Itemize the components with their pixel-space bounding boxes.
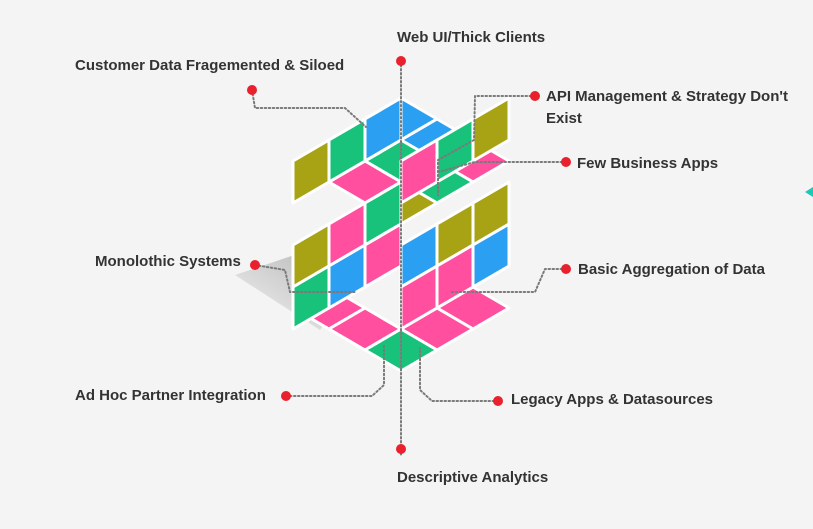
label-monolithic-systems: Monolothic Systems (95, 253, 241, 270)
connector-dot-3 (561, 157, 571, 167)
connector-dot-8 (396, 444, 406, 454)
label-legacy-apps: Legacy Apps & Datasources (511, 391, 714, 408)
label-ad-hoc-partner: Ad Hoc Partner Integration (75, 387, 266, 404)
connector-lines (251, 60, 567, 456)
connector-line-5 (450, 268, 567, 293)
connector-dot-1 (247, 85, 257, 95)
connector-dot-2 (530, 91, 540, 101)
accent-arrow-icon (805, 187, 813, 197)
connector-line-7 (419, 347, 499, 402)
label-descriptive-analytics: Descriptive Analytics (397, 469, 549, 486)
connector-line-1 (251, 89, 367, 128)
connector-line-3 (437, 161, 567, 173)
cube-tile-9 (291, 138, 331, 205)
connector-line-6 (285, 344, 385, 397)
cube-tile-31 (471, 222, 511, 289)
label-few-business-apps: Few Business Apps (577, 155, 719, 172)
cube-tile-14 (471, 96, 511, 163)
connector-dot-4 (250, 260, 260, 270)
connector-dot-5 (561, 264, 571, 274)
connector-dot-6 (281, 391, 291, 401)
label-api-management: API Management & Strategy Don't Exist (546, 88, 788, 127)
label-basic-aggregation: Basic Aggregation of Data (578, 261, 765, 278)
label-customer-data: Customer Data Fragemented & Siloed (75, 57, 345, 74)
connector-dots (247, 56, 571, 454)
connector-dot-7 (493, 396, 503, 406)
connector-line-4 (254, 264, 356, 293)
label-web-ui: Web UI/Thick Clients (397, 29, 546, 46)
connector-dot-0 (396, 56, 406, 66)
